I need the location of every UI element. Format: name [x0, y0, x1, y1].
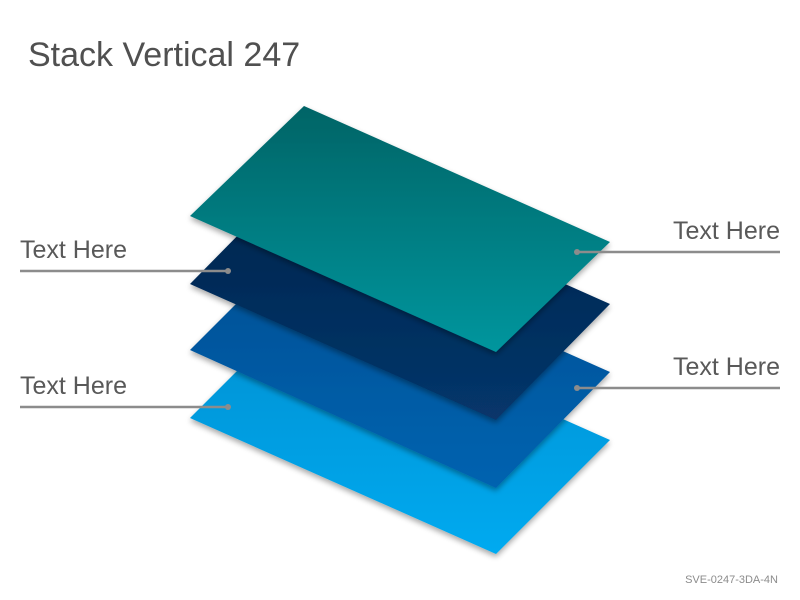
label-left-top: Text Here	[20, 236, 127, 264]
page-title: Stack Vertical 247	[28, 36, 301, 74]
label-right-bottom: Text Here	[673, 353, 780, 381]
footer-code: SVE-0247-3DA-4N	[685, 574, 778, 586]
layer-1	[190, 106, 610, 352]
leader-line-right-bottom	[574, 385, 780, 391]
leader-line-left-top	[20, 268, 231, 274]
label-right-top: Text Here	[673, 217, 780, 245]
leader-line-right-top	[574, 249, 780, 255]
leader-line-left-bottom	[20, 404, 231, 410]
label-left-bottom: Text Here	[20, 372, 127, 400]
